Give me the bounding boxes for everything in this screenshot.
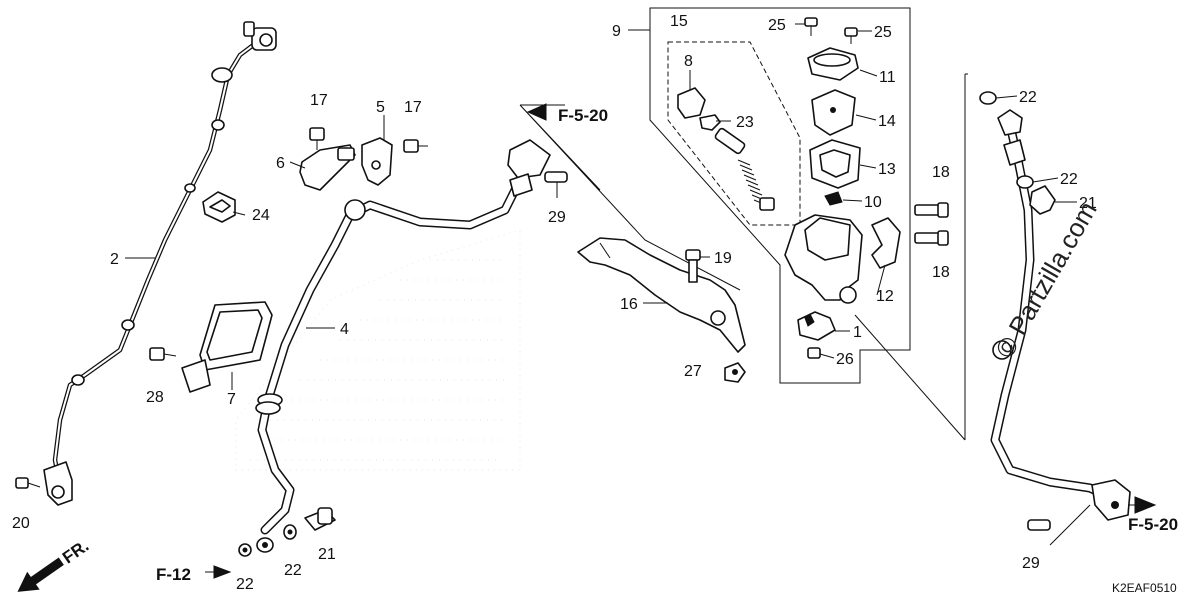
stay-5: [361, 137, 393, 186]
master-cylinder-body: [784, 214, 863, 304]
label-25-left: 25: [768, 17, 786, 34]
pivot-bolt-19: [685, 249, 701, 283]
boot-8: [677, 87, 706, 119]
label-29-right: 29: [1022, 555, 1040, 572]
label-7: 7: [227, 391, 236, 408]
label-5: 5: [376, 99, 385, 116]
label-6: 6: [276, 155, 285, 172]
bolt-29-top: [544, 171, 568, 198]
label-22-right-top: 22: [1019, 89, 1037, 106]
label-16: 16: [620, 296, 638, 313]
label-22-right-mid: 22: [1060, 171, 1078, 188]
label-27: 27: [684, 363, 702, 380]
holder-12: [871, 217, 901, 269]
label-25-right: 25: [874, 24, 892, 41]
right-hose-frame: [854, 73, 1091, 546]
label-13: 13: [878, 161, 896, 178]
label-22-bottom-right: 22: [284, 562, 302, 579]
reference-right[interactable]: F-5-20: [1128, 496, 1178, 534]
label-19: 19: [714, 250, 732, 267]
piston-set-15: [714, 127, 775, 211]
banjo-bolt-21-right: [1029, 185, 1056, 215]
label-14: 14: [878, 113, 896, 130]
brake-lever-16: [577, 237, 746, 353]
circlip-23: [699, 114, 721, 131]
brake-hose-right: [990, 109, 1131, 521]
label-2: 2: [110, 251, 119, 268]
float-10: [824, 191, 843, 206]
ref-f-5-20-top[interactable]: F-5-20: [558, 106, 608, 125]
stay-6: [299, 144, 356, 191]
bolts-18: [914, 202, 949, 246]
screw-26: [807, 347, 821, 359]
label-12: 12: [876, 288, 894, 305]
label-23: 23: [736, 114, 754, 131]
master-cylinder-frame: [628, 7, 911, 384]
diaphragm-13: [809, 139, 861, 189]
bolt-20: [15, 477, 41, 489]
direction-label: FR.: [59, 536, 92, 567]
label-18-top: 18: [932, 164, 950, 181]
label-4: 4: [340, 321, 349, 338]
bolt-17-left: [309, 127, 325, 150]
brake-hose-4: [255, 139, 551, 553]
washers-22-right: [979, 91, 1034, 189]
label-17-right: 17: [404, 99, 422, 116]
brake-switch-1: [797, 311, 836, 341]
hose-guide-7: [181, 301, 273, 393]
watermark: © Partzilla.com: [989, 196, 1103, 363]
cable-clamp-24: [202, 191, 236, 223]
ref-f-12[interactable]: F-12: [156, 565, 191, 584]
label-11: 11: [879, 69, 896, 86]
reservoir-cap-11: [807, 47, 859, 81]
label-24: 24: [252, 207, 270, 224]
plate-14: [811, 89, 856, 136]
label-29-top: 29: [548, 209, 566, 226]
ref-f-5-20-right[interactable]: F-5-20: [1128, 515, 1178, 534]
reference-bottom[interactable]: F-12: [156, 565, 232, 584]
label-15: 15: [670, 13, 688, 30]
bolt-17-right: [403, 139, 428, 153]
label-26: 26: [836, 351, 854, 368]
diagram-code: K2EAF0510: [1112, 581, 1177, 595]
nut-27: [724, 362, 746, 383]
label-20: 20: [12, 515, 30, 532]
banjo-bolt-21-bottom: [304, 507, 336, 531]
bolt-29-right: [1027, 519, 1051, 531]
label-17-left: 17: [310, 92, 328, 109]
label-28: 28: [146, 389, 164, 406]
screws-25: [804, 17, 858, 44]
washers-22-bottom: [238, 524, 297, 557]
wheel-speed-sensor-wire: [43, 21, 277, 506]
label-22-bottom-left: 22: [236, 576, 254, 593]
label-8: 8: [684, 53, 693, 70]
label-9: 9: [612, 23, 621, 40]
label-1: 1: [853, 324, 862, 341]
part-labels: 2 24 20 17 17 5 6 4 28 7 22 22 21 29 9 1…: [12, 13, 1097, 593]
label-21-bottom: 21: [318, 546, 336, 563]
label-21-right: 21: [1079, 195, 1097, 212]
bolt-28: [149, 347, 177, 361]
background-speckle: [235, 229, 521, 471]
front-direction-arrow: FR.: [17, 536, 92, 592]
lever-leader-frame: [519, 104, 741, 291]
label-18-bottom: 18: [932, 264, 950, 281]
label-10: 10: [864, 194, 882, 211]
reference-top[interactable]: F-5-20: [526, 103, 608, 125]
